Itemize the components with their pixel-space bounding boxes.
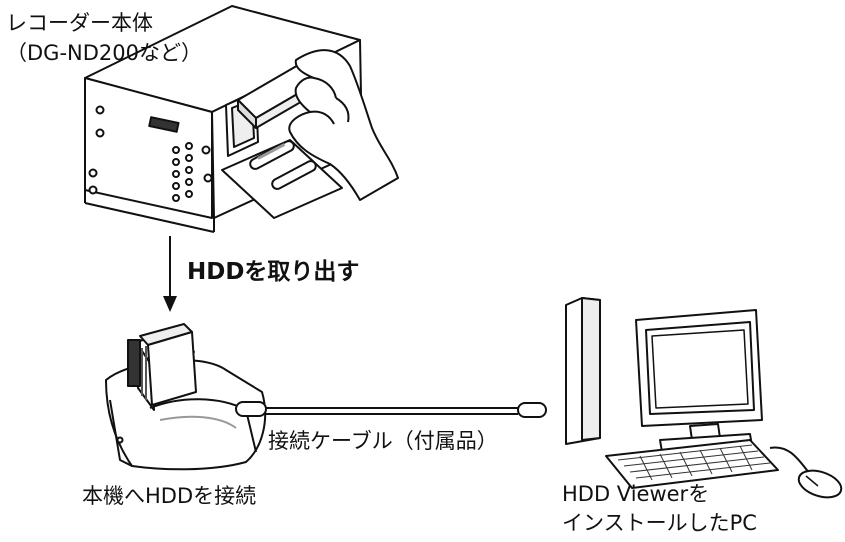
pc-label-line1: HDD Viewerを bbox=[562, 482, 710, 506]
cable-label: 接続ケーブル（付属品） bbox=[268, 429, 498, 453]
eject-hdd-label: HDDを取り出す bbox=[187, 259, 360, 285]
hdd-dock-illustration bbox=[105, 323, 267, 471]
dock-label: 本機へHDDを接続 bbox=[82, 484, 257, 508]
recorder-title: レコーダー本体 bbox=[6, 11, 153, 35]
pc-illustration bbox=[565, 297, 843, 499]
pc-label-line2: インストールしたPC bbox=[562, 511, 757, 535]
connection-cable bbox=[266, 402, 547, 418]
down-arrow bbox=[163, 236, 177, 312]
recorder-illustration bbox=[84, 5, 399, 233]
recorder-model: （DG-ND200など） bbox=[6, 41, 202, 65]
